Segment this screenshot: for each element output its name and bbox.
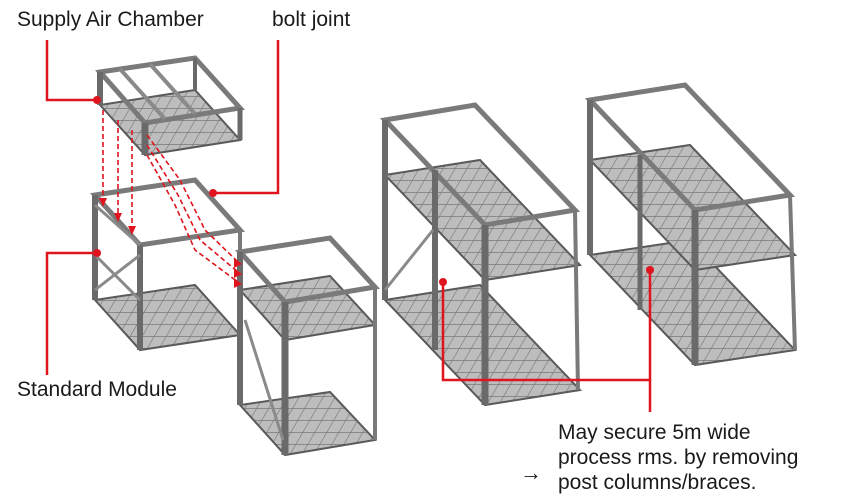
bolt-joint-label: bolt joint	[272, 8, 351, 31]
callout-dots	[93, 96, 654, 286]
supply-air-chamber-label: Supply Air Chamber	[17, 8, 204, 31]
note-line: process rms. by removing	[558, 446, 799, 469]
callout-lines	[45, 40, 652, 412]
right-arrow-icon: →	[520, 460, 542, 485]
wide-assembly-left	[379, 102, 583, 407]
standard-module-label: Standard Module	[17, 378, 177, 401]
standard-module	[90, 177, 245, 352]
note-line: May secure 5m wide	[558, 421, 751, 444]
supply-air-chamber-module	[95, 55, 245, 157]
note-line: post columns/braces.	[558, 471, 757, 494]
assembly-arrows	[102, 110, 239, 283]
arrowheads	[99, 198, 242, 288]
note-text: May secure 5m wide process rms. by remov…	[558, 420, 798, 495]
joined-module	[235, 235, 380, 457]
wide-assembly-right	[584, 82, 798, 367]
